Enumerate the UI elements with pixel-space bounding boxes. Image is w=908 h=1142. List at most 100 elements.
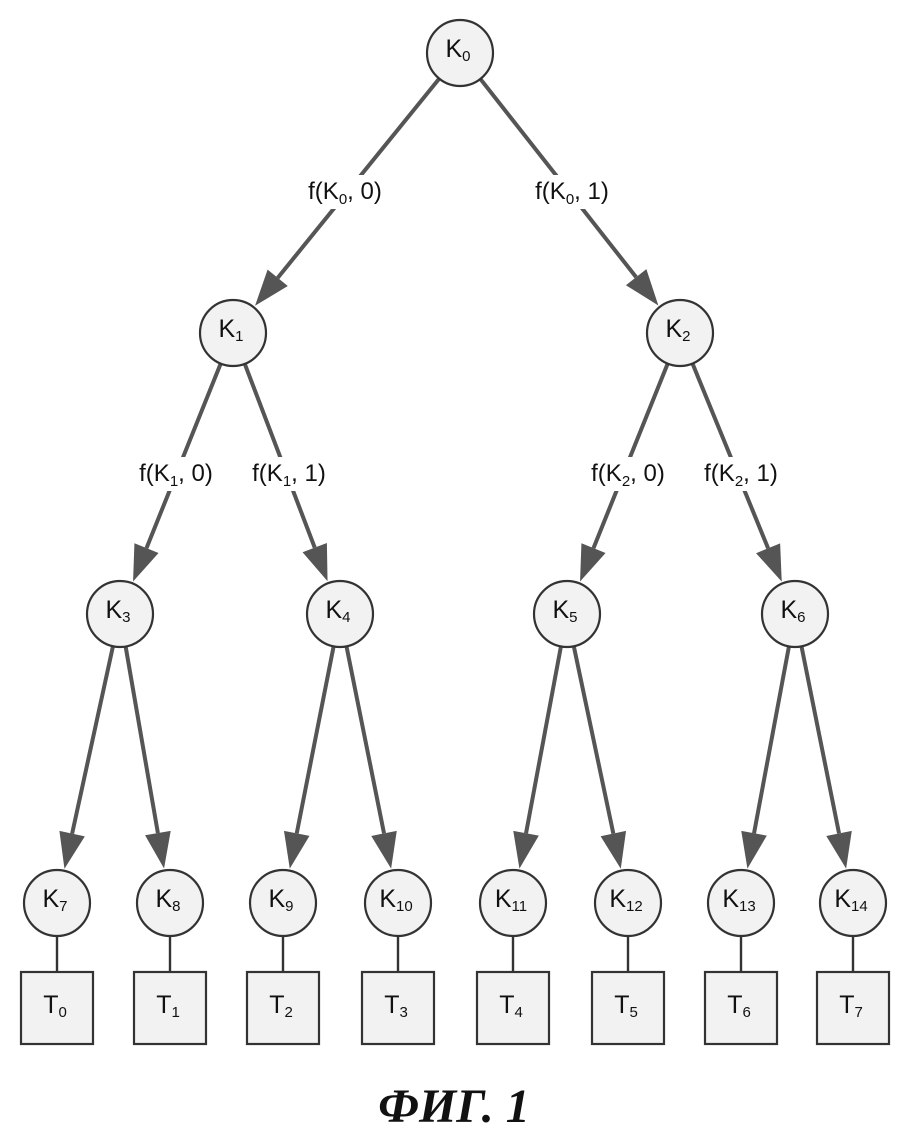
- node-label-K5: K5: [552, 596, 577, 626]
- stems-layer: [55, 936, 855, 972]
- edge-label-K2-K5: f(K2, 0): [591, 460, 665, 490]
- leaf-label-T1-base: T: [156, 991, 171, 1019]
- edge-line: [524, 646, 563, 834]
- edge-label-K1-K4: f(K1, 1): [252, 460, 326, 490]
- edge-label-K2-K5-suffix: , 0): [630, 460, 665, 487]
- arrowhead-icon: [513, 830, 539, 869]
- node-label-K8-subscript: 8: [172, 898, 180, 915]
- node-circle: [85, 579, 155, 649]
- node-circle: [22, 868, 92, 938]
- leaf-T3: T3: [360, 970, 436, 1046]
- arrowhead-icon: [283, 830, 310, 869]
- edge-K5-K11: [513, 646, 563, 869]
- leaf-T6: T6: [703, 970, 779, 1046]
- node-label-K2-subscript: 2: [682, 328, 690, 345]
- node-label-K6: K6: [780, 596, 805, 626]
- node-label-K1-base: K: [218, 315, 235, 343]
- node-K11: K11: [478, 868, 548, 938]
- node-label-K14-base: K: [834, 885, 851, 913]
- node-K6: K6: [760, 579, 830, 649]
- leaf-label-T6: T6: [727, 991, 751, 1021]
- node-label-K2-base: K: [665, 315, 682, 343]
- leaf-label-T3: T3: [384, 991, 408, 1021]
- node-label-K7: K7: [42, 885, 67, 915]
- arrowhead-icon: [371, 830, 397, 869]
- leaf-label-T7-base: T: [839, 991, 854, 1019]
- edge-line: [242, 363, 317, 549]
- edge-label-background: [122, 457, 230, 491]
- leaf-T4: T4: [475, 970, 551, 1046]
- arrowhead-icon: [826, 830, 852, 869]
- node-label-K12-base: K: [609, 885, 626, 913]
- node-circle: [305, 579, 375, 649]
- node-K4: K4: [305, 579, 375, 649]
- node-K14: K14: [818, 868, 888, 938]
- arrowhead-icon: [741, 830, 767, 869]
- leaf-label-T5-base: T: [614, 991, 629, 1019]
- node-circle: [532, 579, 602, 649]
- node-K5: K5: [532, 579, 602, 649]
- node-label-K2: K2: [665, 315, 690, 345]
- edge-line: [799, 645, 841, 834]
- node-label-K3-subscript: 3: [122, 609, 130, 626]
- edge-line: [591, 362, 670, 549]
- node-label-K3: K3: [105, 596, 130, 626]
- leaf-T2: T2: [245, 970, 321, 1046]
- node-label-K12: K12: [609, 885, 642, 915]
- edge-label-K1-K4-suffix: , 1): [291, 460, 326, 487]
- node-label-K5-subscript: 5: [569, 609, 577, 626]
- node-circle: [363, 868, 433, 938]
- node-label-K9-subscript: 9: [285, 898, 293, 915]
- edge-label-K1-K4-subscript: 1: [283, 473, 291, 490]
- key-tree-diagram: f(K0, 0)f(K0, 1)f(K1, 0)f(K1, 1)f(K2, 0)…: [19, 18, 891, 1046]
- leaf-T5: T5: [590, 970, 666, 1046]
- node-label-K13-base: K: [722, 885, 739, 913]
- leaf-label-T7-subscript: 7: [854, 1004, 862, 1021]
- arrowhead-icon: [255, 269, 288, 306]
- node-label-K0: K0: [445, 35, 470, 65]
- node-label-K7-base: K: [42, 885, 59, 913]
- node-K10: K10: [363, 868, 433, 938]
- edge-label-background: [235, 457, 343, 491]
- node-circle: [198, 298, 268, 368]
- node-label-K13: K13: [722, 885, 755, 915]
- leaf-label-T0-subscript: 0: [58, 1004, 66, 1021]
- leaf-box: [475, 970, 551, 1046]
- node-label-K3-base: K: [105, 596, 122, 624]
- leaf-T7: T7: [815, 970, 891, 1046]
- arrowhead-icon: [580, 543, 606, 582]
- leaf-label-T5-subscript: 5: [629, 1004, 637, 1021]
- node-label-K14-subscript: 14: [851, 898, 868, 915]
- leaf-label-T4: T4: [499, 991, 523, 1021]
- node-K9: K9: [248, 868, 318, 938]
- edge-line: [123, 646, 160, 834]
- edge-K3-K7: [59, 645, 115, 869]
- node-label-K1-subscript: 1: [235, 328, 243, 345]
- edge-line: [144, 362, 223, 549]
- leaf-label-T7: T7: [839, 991, 863, 1021]
- arrowhead-icon: [302, 543, 328, 582]
- edge-label-K2-K6-subscript: 2: [735, 473, 743, 490]
- node-label-K0-base: K: [445, 35, 462, 63]
- edge-label-K1-K3-subscript: 1: [170, 473, 178, 490]
- edges-layer: [59, 77, 852, 869]
- leaf-label-T3-base: T: [384, 991, 399, 1019]
- node-circle: [645, 298, 715, 368]
- node-circle: [478, 868, 548, 938]
- edge-label-K1-K3-suffix: , 0): [178, 460, 213, 487]
- edge-label-K0-K2: f(K0, 1): [535, 178, 609, 208]
- edge-label-K2-K6-base: f(K: [704, 460, 735, 487]
- edge-line: [571, 645, 616, 834]
- edge-label-background: [518, 175, 626, 209]
- leaf-T0: T0: [19, 970, 95, 1046]
- leaf-label-T6-base: T: [727, 991, 742, 1019]
- edge-labels-layer: f(K0, 0)f(K0, 1)f(K1, 0)f(K1, 1)f(K2, 0)…: [122, 175, 795, 491]
- leaf-label-T1-subscript: 1: [171, 1004, 179, 1021]
- leaf-label-T0: T0: [43, 991, 67, 1021]
- leaf-label-T0-base: T: [43, 991, 58, 1019]
- edge-label-K1-K3-base: f(K: [139, 460, 170, 487]
- node-circle: [425, 18, 495, 88]
- edge-K6-K14: [799, 645, 852, 869]
